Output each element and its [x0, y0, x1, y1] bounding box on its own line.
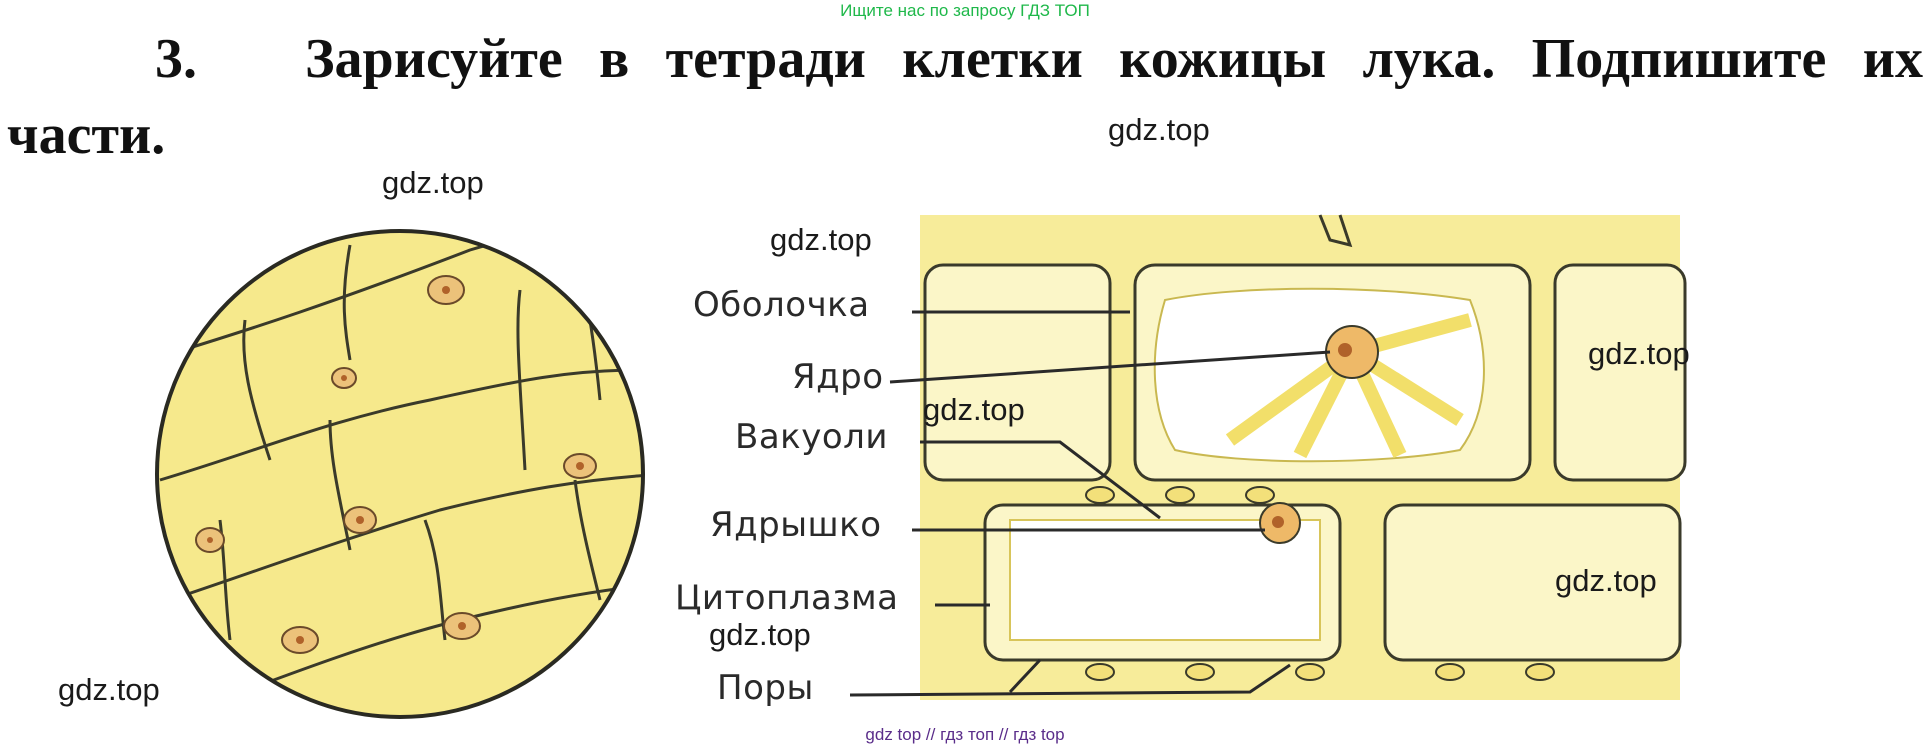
- cell-diagram: [849, 214, 1687, 700]
- watermark: gdz.top: [1555, 563, 1657, 598]
- label-pores: Поры: [717, 668, 814, 708]
- task-text-line-1: Зарисуйте в тетради клетки кожицы лука. …: [305, 28, 1923, 90]
- task-text-line-2: части.: [7, 104, 166, 166]
- task-number: 3.: [155, 28, 197, 90]
- watermark: gdz.top: [709, 617, 811, 652]
- label-nucleus: Ядро: [792, 357, 884, 397]
- watermark: gdz.top: [1588, 336, 1690, 371]
- watermark: gdz.top: [1108, 112, 1210, 147]
- label-vacuoles: Вакуоли: [735, 417, 888, 457]
- watermark: gdz.top: [382, 165, 484, 200]
- microscope-view: [155, 229, 645, 719]
- label-membrane: Оболочка: [693, 285, 870, 325]
- watermark: gdz.top: [58, 672, 160, 707]
- label-nucleolus: Ядрышко: [710, 505, 882, 545]
- watermark: gdz.top: [770, 222, 872, 257]
- watermark: gdz.top: [923, 392, 1025, 427]
- footer-watermark: gdz top // гдз топ // гдз top: [865, 725, 1065, 744]
- search-hint: Ищите нас по запросу ГДЗ ТОП: [840, 1, 1090, 20]
- label-cytoplasm: Цитоплазма: [675, 578, 899, 618]
